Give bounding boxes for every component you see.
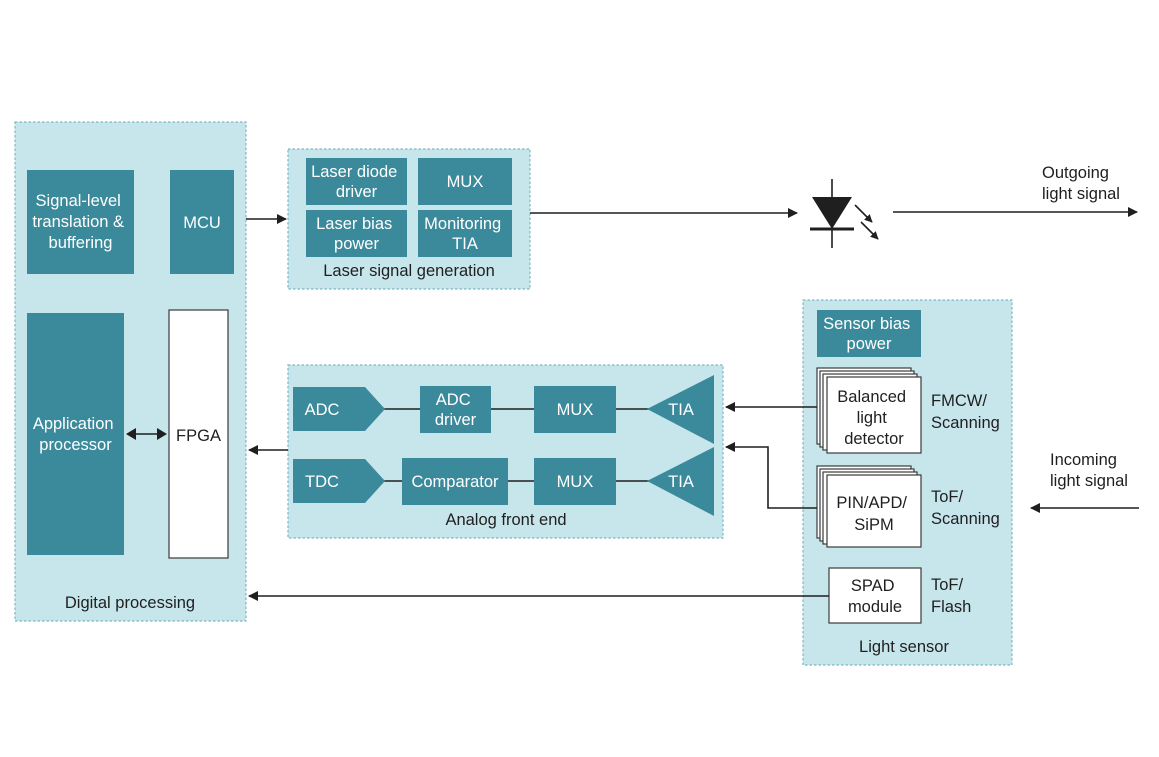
signal-level-translation-block: Signal-level translation & buffering	[27, 170, 134, 274]
analog-front-end-region: Analog front end ADC ADC driver MUX TIA	[287, 364, 724, 539]
pin-apd-line-2: SiPM	[854, 516, 893, 534]
tof-scanning-label: ToF/ Scanning	[931, 488, 1000, 528]
afe-mux-bottom-label: MUX	[557, 473, 594, 491]
adc-label: ADC	[305, 401, 340, 419]
svg-text:SPAD module: SPAD module	[848, 577, 902, 616]
light-sensor-title: Light sensor	[859, 638, 949, 656]
incoming-line-2: light signal	[1050, 472, 1128, 490]
svg-text:Laser diode driver: Laser diode driver	[311, 163, 402, 201]
analog-front-end-title: Analog front end	[445, 511, 566, 529]
laser-diode-driver-line-1: Laser diode	[311, 163, 397, 181]
signal-level-line-2: translation &	[32, 213, 124, 231]
svg-text:ADC driver: ADC driver	[435, 391, 477, 429]
tdc-block: TDC	[293, 459, 385, 503]
laser-bias-power-block: Laser bias power	[306, 210, 407, 257]
laser-mux-label: MUX	[447, 173, 484, 191]
laser-signal-generation-region: Laser signal generation Laser diode driv…	[287, 148, 531, 290]
comparator-label: Comparator	[411, 473, 499, 491]
monitoring-tia-line-1: Monitoring	[424, 215, 501, 233]
pin-apd-sipm-stack: PIN/APD/ SiPM	[816, 465, 922, 548]
incoming-line-1: Incoming	[1050, 451, 1117, 469]
laser-diode-icon	[810, 179, 879, 248]
adc-block: ADC	[293, 387, 385, 431]
tof-flash-label: ToF/ Flash	[931, 576, 971, 616]
application-processor-block: Application processor	[27, 313, 124, 555]
laser-diode-driver-line-2: driver	[336, 183, 378, 201]
digital-processing-region: Digital processing Signal-level translat…	[14, 121, 247, 622]
tof-scanning-line-2: Scanning	[931, 510, 1000, 528]
outgoing-line-2: light signal	[1042, 185, 1120, 203]
tia-bottom-label: TIA	[668, 473, 694, 491]
laser-bias-power-line-1: Laser bias	[316, 215, 392, 233]
balanced-detector-line-1: Balanced	[837, 388, 906, 406]
tof-flash-line-1: ToF/	[931, 576, 964, 594]
spad-line-1: SPAD	[851, 577, 895, 595]
laser-mux-block: MUX	[418, 158, 512, 205]
digital-processing-title: Digital processing	[65, 594, 195, 612]
fmcw-line-2: Scanning	[931, 414, 1000, 432]
pin-apd-line-1: PIN/APD/	[836, 494, 907, 512]
svg-text:Application processor: Application processor	[33, 415, 118, 454]
mcu-label: MCU	[183, 214, 221, 232]
sensor-bias-power-line-1: Sensor bias	[823, 315, 910, 333]
tdc-label: TDC	[305, 473, 339, 491]
tia-bottom-block: TIA	[647, 447, 714, 516]
sensor-bias-power-line-2: power	[847, 335, 892, 353]
monitoring-tia-line-2: TIA	[452, 235, 478, 253]
svg-text:Balanced light: Balanced light detector	[837, 388, 910, 448]
tof-scanning-line-1: ToF/	[931, 488, 964, 506]
balanced-light-detector-stack: Balanced light detector	[816, 367, 922, 454]
spad-module-block: SPAD module	[828, 567, 922, 624]
comparator-block: Comparator	[402, 458, 508, 505]
monitoring-tia-block: Monitoring TIA	[418, 210, 512, 257]
tia-top-block: TIA	[647, 375, 714, 444]
svg-text:Monitoring TIA: Monitoring TIA	[424, 215, 506, 253]
light-sensor-region: Light sensor Sensor bias power Balanced …	[802, 299, 1013, 666]
pin-apd-to-tia-arrow	[725, 442, 817, 509]
svg-text:Laser bias power: Laser bias power	[316, 215, 397, 253]
laser-bias-power-line-2: power	[334, 235, 379, 253]
application-processor-line-1: Application	[33, 415, 114, 433]
svg-text:Signal-level translati: Signal-level translation & buffering	[32, 192, 128, 252]
tia-top-label: TIA	[668, 401, 694, 419]
sensor-bias-power-block: Sensor bias power	[817, 310, 921, 357]
tof-flash-line-2: Flash	[931, 598, 971, 616]
fpga-block: FPGA	[168, 309, 229, 559]
svg-text:PIN/APD/ SiPM: PIN/APD/ SiPM	[836, 494, 911, 534]
laser-signal-generation-title: Laser signal generation	[323, 262, 495, 280]
outgoing-light-label: Outgoing light signal	[1042, 164, 1120, 203]
outgoing-line-1: Outgoing	[1042, 164, 1109, 182]
adc-driver-block: ADC driver	[420, 386, 491, 433]
balanced-detector-line-2: light	[857, 409, 888, 427]
app-fpga-bidirectional-arrow	[126, 428, 167, 440]
fmcw-scanning-label: FMCW/ Scanning	[931, 392, 1000, 432]
adc-driver-line-1: ADC	[436, 391, 471, 409]
fmcw-line-1: FMCW/	[931, 392, 987, 410]
application-processor-line-2: processor	[39, 436, 112, 454]
incoming-light-label: Incoming light signal	[1050, 451, 1128, 490]
balanced-detector-line-3: detector	[844, 430, 904, 448]
spad-line-2: module	[848, 598, 902, 616]
svg-text:Sensor bias power: Sensor bias power	[823, 315, 915, 353]
adc-driver-line-2: driver	[435, 411, 477, 429]
signal-level-line-1: Signal-level	[36, 192, 121, 210]
mcu-block: MCU	[170, 170, 234, 274]
afe-mux-top-label: MUX	[557, 401, 594, 419]
afe-mux-top-block: MUX	[534, 386, 616, 433]
afe-mux-bottom-block: MUX	[534, 458, 616, 505]
laser-diode-driver-block: Laser diode driver	[306, 158, 407, 205]
signal-level-line-3: buffering	[49, 234, 113, 252]
fpga-label: FPGA	[176, 427, 221, 445]
